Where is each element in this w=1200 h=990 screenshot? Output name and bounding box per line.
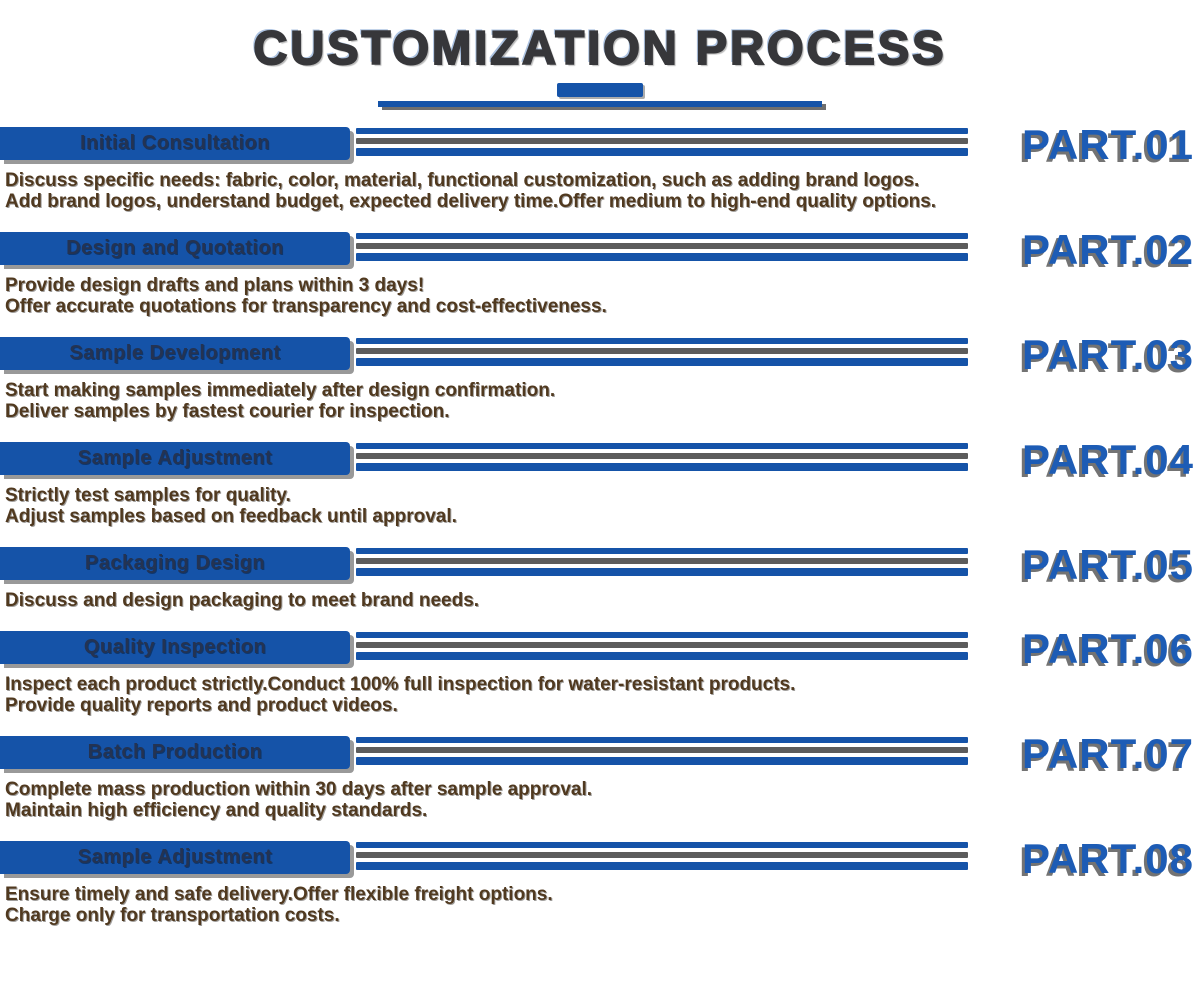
- connector-line-gray: [356, 558, 968, 564]
- process-section-4: Sample Adjustment PART.04 Strictly test …: [0, 436, 1200, 527]
- connector-line-blue: [356, 148, 968, 156]
- connector-lines: [356, 737, 968, 765]
- connector-line-blue: [356, 463, 968, 471]
- section-header-bar: Packaging Design: [0, 547, 350, 580]
- description-line: Add brand logos, understand budget, expe…: [5, 191, 937, 212]
- connector-line-gray: [356, 642, 968, 648]
- section-header-bar: Initial Consultation: [0, 127, 350, 160]
- part-label: PART.01: [1022, 121, 1194, 168]
- connector-lines: [356, 338, 968, 366]
- connector-line-gray: [356, 852, 968, 858]
- connector-line-blue: [356, 862, 968, 870]
- connector-line-gray: [356, 243, 968, 249]
- section-heading: Sample Development: [69, 342, 281, 364]
- part-label: PART.02: [1022, 226, 1194, 273]
- connector-line-blue: [356, 548, 968, 554]
- description-line: Ensure timely and safe delivery.Offer fl…: [5, 884, 553, 905]
- description-line: Maintain high efficiency and quality sta…: [5, 800, 428, 821]
- section-description: Strictly test samples for quality. Adjus…: [5, 485, 1200, 527]
- title-block: CUSTOMIZATION PROCESS: [0, 0, 1200, 107]
- process-section-3: Sample Development PART.03 Start making …: [0, 331, 1200, 422]
- process-sections: Initial Consultation PART.01 Discuss spe…: [0, 121, 1200, 926]
- connector-line-blue: [356, 568, 968, 576]
- process-section-2: Design and Quotation PART.02 Provide des…: [0, 226, 1200, 317]
- section-header-bar: Sample Adjustment: [0, 841, 350, 874]
- section-description: Complete mass production within 30 days …: [5, 779, 1200, 821]
- process-section-1: Initial Consultation PART.01 Discuss spe…: [0, 121, 1200, 212]
- section-header-bar: Quality Inspection: [0, 631, 350, 664]
- connector-line-blue: [356, 842, 968, 848]
- page-title: CUSTOMIZATION PROCESS: [252, 20, 947, 75]
- section-heading: Quality Inspection: [83, 636, 267, 658]
- description-line: Adjust samples based on feedback until a…: [5, 506, 457, 527]
- section-description: Ensure timely and safe delivery.Offer fl…: [5, 884, 1200, 926]
- title-underline: [378, 101, 822, 107]
- section-heading: Initial Consultation: [80, 132, 270, 154]
- process-section-6: Quality Inspection PART.06 Inspect each …: [0, 625, 1200, 716]
- connector-line-blue: [356, 233, 968, 239]
- section-description: Discuss specific needs: fabric, color, m…: [5, 170, 1200, 212]
- part-label: PART.08: [1022, 835, 1194, 882]
- connector-line-blue: [356, 338, 968, 344]
- description-line: Provide design drafts and plans within 3…: [5, 275, 425, 296]
- connector-line-gray: [356, 138, 968, 144]
- section-description: Provide design drafts and plans within 3…: [5, 275, 1200, 317]
- connector-lines: [356, 632, 968, 660]
- connector-line-blue: [356, 757, 968, 765]
- connector-line-blue: [356, 253, 968, 261]
- section-heading: Sample Adjustment: [77, 846, 273, 868]
- section-heading: Design and Quotation: [66, 237, 284, 259]
- connector-line-blue: [356, 358, 968, 366]
- connector-line-blue: [356, 443, 968, 449]
- connector-lines: [356, 842, 968, 870]
- description-line: Inspect each product strictly.Conduct 10…: [5, 674, 796, 695]
- connector-lines: [356, 128, 968, 156]
- section-description: Inspect each product strictly.Conduct 10…: [5, 674, 1200, 716]
- description-line: Strictly test samples for quality.: [5, 485, 291, 506]
- connector-lines: [356, 233, 968, 261]
- description-line: Provide quality reports and product vide…: [5, 695, 398, 716]
- connector-lines: [356, 548, 968, 576]
- connector-line-blue: [356, 652, 968, 660]
- part-label: PART.06: [1022, 625, 1194, 672]
- part-label: PART.07: [1022, 730, 1194, 777]
- part-label: PART.04: [1022, 436, 1194, 483]
- connector-line-gray: [356, 747, 968, 753]
- section-header-bar: Design and Quotation: [0, 232, 350, 265]
- description-line: Discuss and design packaging to meet bra…: [5, 590, 480, 611]
- connector-line-blue: [356, 128, 968, 134]
- section-description: Discuss and design packaging to meet bra…: [5, 590, 1200, 611]
- section-header-bar: Sample Development: [0, 337, 350, 370]
- process-section-8: Sample Adjustment PART.08 Ensure timely …: [0, 835, 1200, 926]
- description-line: Discuss specific needs: fabric, color, m…: [5, 170, 920, 191]
- section-heading: Packaging Design: [84, 552, 266, 574]
- section-header-bar: Sample Adjustment: [0, 442, 350, 475]
- connector-line-gray: [356, 348, 968, 354]
- part-label: PART.03: [1022, 331, 1194, 378]
- description-line: Charge only for transportation costs.: [5, 905, 340, 926]
- connector-lines: [356, 443, 968, 471]
- connector-line-gray: [356, 453, 968, 459]
- section-header-bar: Batch Production: [0, 736, 350, 769]
- connector-line-blue: [356, 632, 968, 638]
- process-section-5: Packaging Design PART.05 Discuss and des…: [0, 541, 1200, 611]
- section-heading: Sample Adjustment: [77, 447, 273, 469]
- process-section-7: Batch Production PART.07 Complete mass p…: [0, 730, 1200, 821]
- description-line: Deliver samples by fastest courier for i…: [5, 401, 450, 422]
- connector-line-blue: [356, 737, 968, 743]
- description-line: Start making samples immediately after d…: [5, 380, 556, 401]
- part-label: PART.05: [1022, 541, 1194, 588]
- section-description: Start making samples immediately after d…: [5, 380, 1200, 422]
- description-line: Complete mass production within 30 days …: [5, 779, 593, 800]
- section-heading: Batch Production: [87, 741, 263, 763]
- title-ornament: [557, 83, 643, 97]
- description-line: Offer accurate quotations for transparen…: [5, 296, 607, 317]
